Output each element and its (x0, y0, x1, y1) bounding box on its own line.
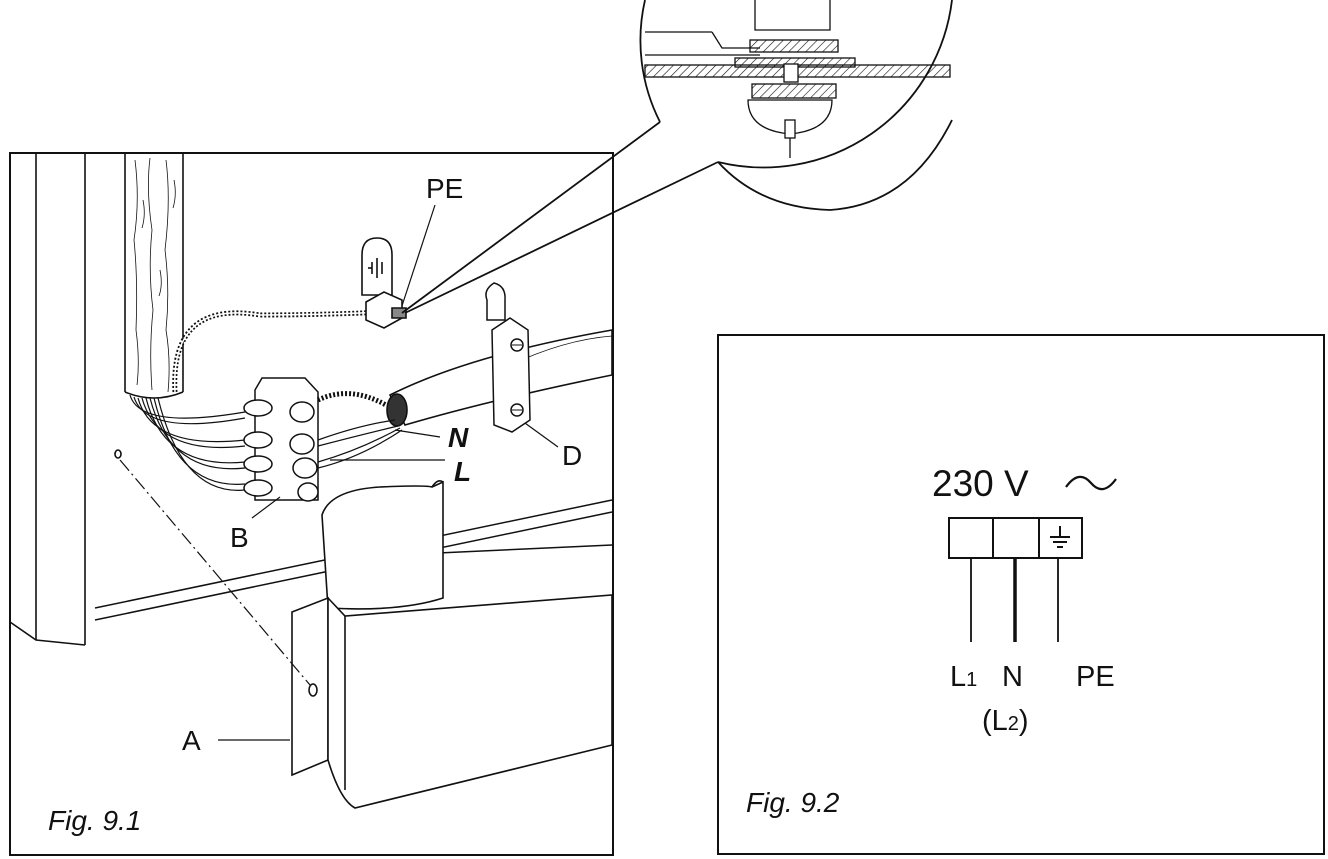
braid-to-cable (316, 391, 388, 408)
label-b: B (230, 522, 249, 553)
ac-tilde-icon (1065, 475, 1117, 491)
earthing-stud (361, 237, 407, 329)
label-n: N (448, 422, 469, 453)
label-a: A (182, 725, 201, 756)
wire-bundle (129, 394, 246, 491)
nl-wires (317, 419, 403, 469)
earth-symbol-icon (1050, 526, 1070, 548)
fig-9-2-frame (717, 334, 1325, 855)
leader-lines (218, 204, 559, 741)
terminal-l1-label: L1 (950, 661, 977, 693)
label-pe: PE (426, 173, 463, 204)
terminal-block (243, 377, 319, 502)
label-d: D (562, 440, 582, 471)
cable-clamp (485, 282, 531, 433)
dash-dot-line (119, 459, 311, 686)
terminal-n-label: N (1002, 661, 1023, 693)
terminal-pe-label: PE (1076, 661, 1115, 693)
cabinet-wall (9, 153, 86, 646)
mounting-bracket (114, 449, 613, 809)
zoom-detail (644, 0, 951, 158)
fig-9-1-frame (9, 152, 614, 856)
zoom-callout (401, 0, 953, 314)
fig-9-2-caption: Fig. 9.2 (746, 787, 840, 818)
terminal-l2-label: (L2) (982, 705, 1029, 737)
terminal-leads (970, 558, 1059, 642)
voltage-label: 230 V (932, 463, 1029, 504)
label-l: L (454, 456, 471, 487)
wooden-post (124, 153, 184, 399)
fig-9-1-caption: Fig. 9.1 (48, 805, 141, 836)
